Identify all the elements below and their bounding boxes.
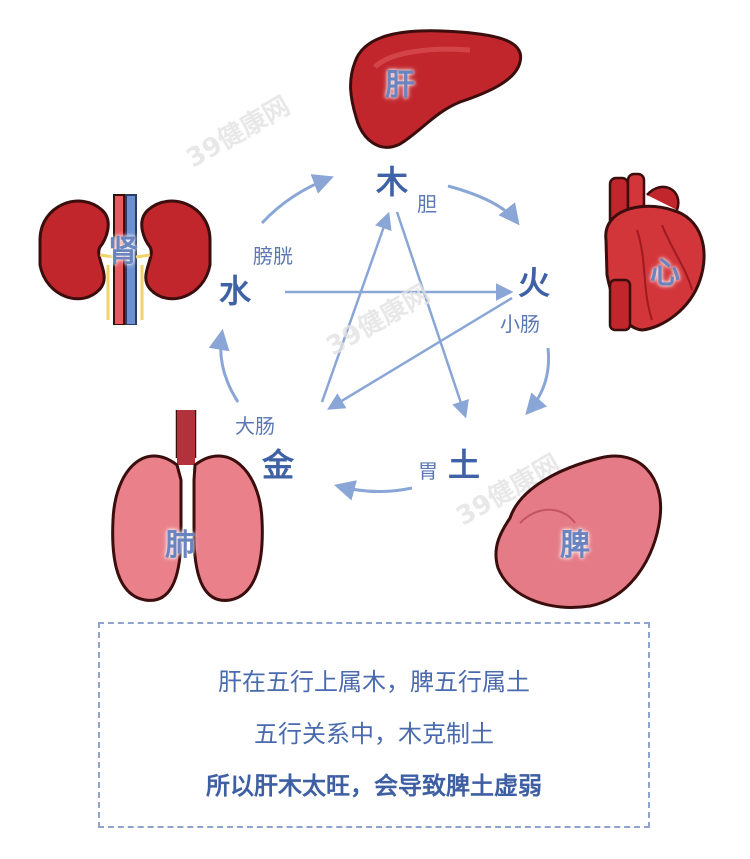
arrow-fire-to-earth — [525, 347, 551, 416]
element-metal: 金 — [262, 446, 295, 484]
fu-bladder: 膀胱 — [253, 244, 293, 268]
kidney-illustration — [38, 194, 212, 325]
element-fire: 火 — [518, 264, 551, 302]
spleen-label: 脾 — [560, 528, 590, 563]
kidney-label: 肾 — [108, 234, 138, 269]
element-wood: 木 — [376, 163, 409, 201]
note-line-2: 五行关系中，木克制土 — [254, 720, 494, 748]
arrow-water-to-wood — [260, 174, 334, 225]
fu-stomach: 胃 — [418, 459, 438, 483]
arrow-metal-to-wood — [320, 211, 392, 403]
spleen-illustration — [494, 454, 663, 609]
heart-illustration — [604, 172, 706, 332]
arrow-fire-to-metal — [327, 296, 513, 410]
fu-small-intestine: 小肠 — [500, 312, 540, 336]
liver-illustration — [349, 29, 523, 149]
liver-label: 肝 — [385, 68, 415, 103]
arrow-wood-to-earth — [395, 211, 469, 419]
lung-label: 肺 — [165, 528, 195, 563]
fu-gallbladder: 胆 — [417, 192, 437, 216]
arrow-wood-to-fire — [447, 184, 520, 226]
note-line-1: 肝在五行上属木，脾五行属土 — [218, 668, 530, 696]
note-box: 肝在五行上属木，脾五行属土 五行关系中，木克制土 所以肝木太旺，会导致脾土虚弱 — [98, 622, 650, 828]
arrow-metal-to-water — [208, 328, 240, 403]
element-water: 水 — [219, 272, 252, 310]
lung-illustration — [111, 410, 264, 602]
arrow-earth-to-metal — [333, 480, 413, 501]
element-earth: 土 — [448, 446, 481, 484]
heart-label: 心 — [650, 256, 680, 291]
fu-large-intestine: 大肠 — [235, 414, 275, 438]
note-line-3: 所以肝木太旺，会导致脾土虚弱 — [206, 772, 542, 800]
